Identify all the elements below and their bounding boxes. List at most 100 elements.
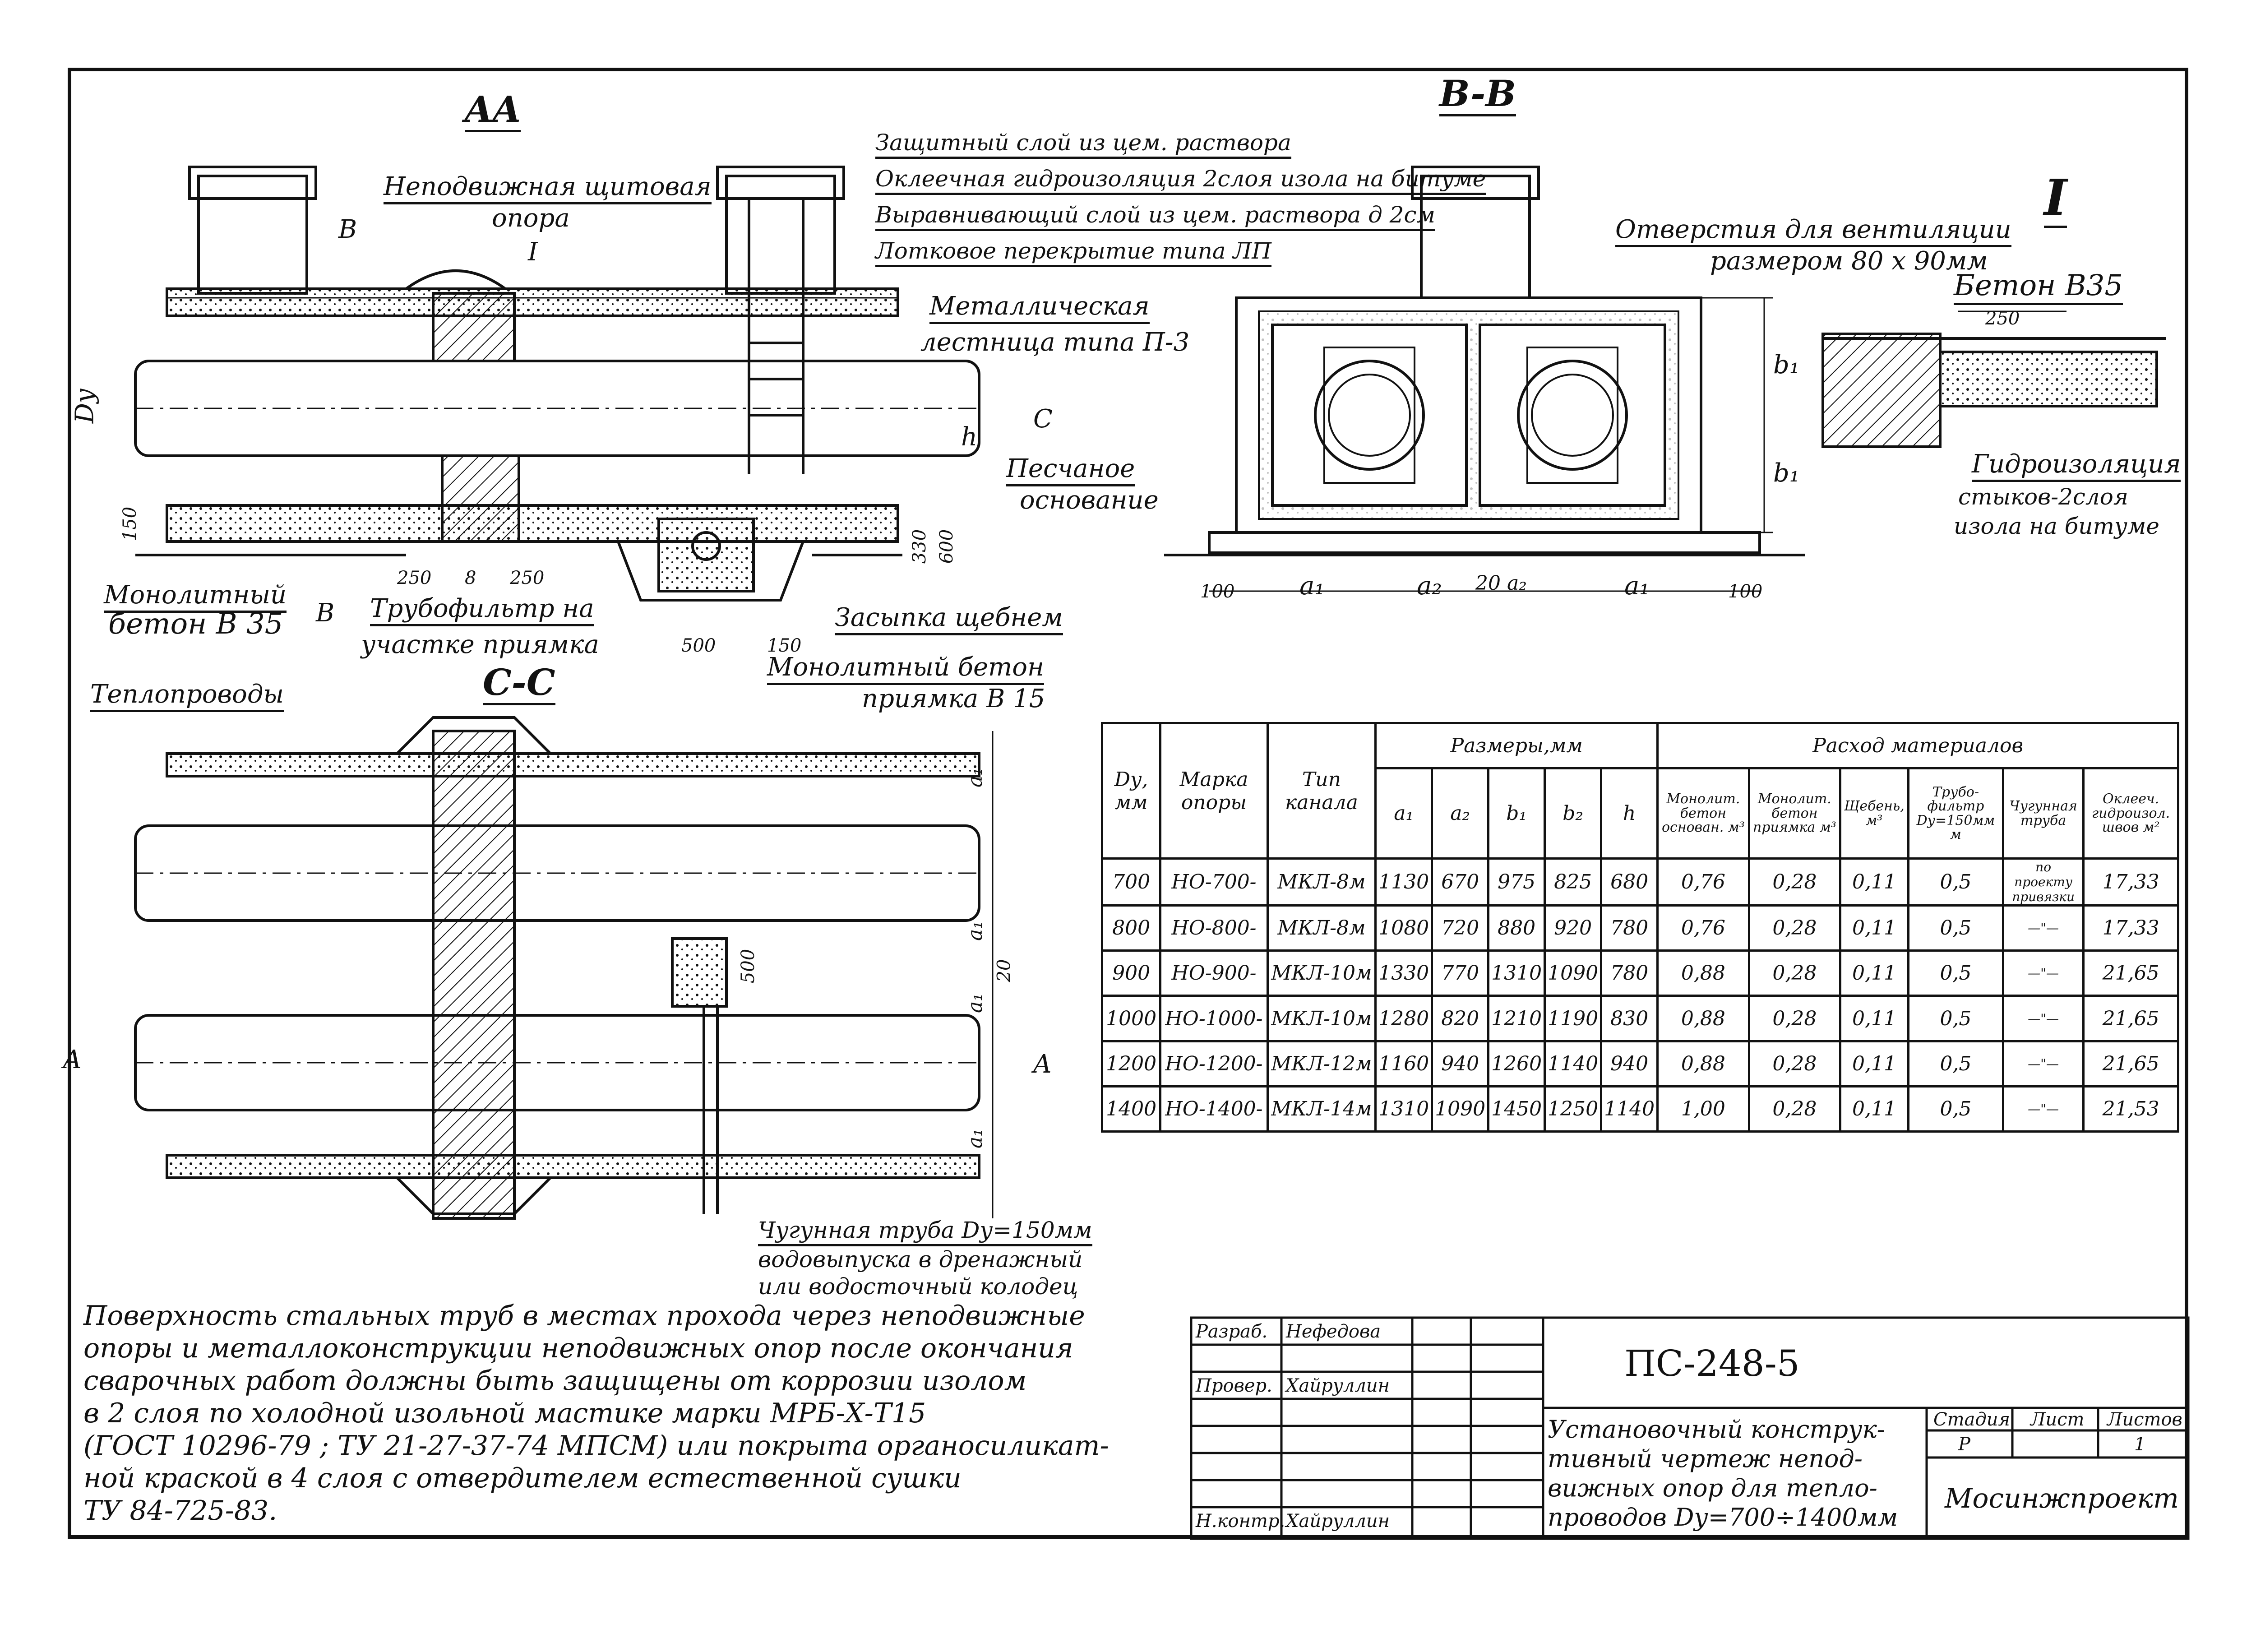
dim-b1-top: b₁ <box>1773 350 1800 379</box>
table-cell-m1: 1,00 <box>1656 1085 1750 1133</box>
sand-label-2: основание <box>1020 486 1159 515</box>
spec-table: Dу, мм Марка опоры Тип канала Размеры,мм… <box>1100 722 2179 1133</box>
cast-pipe-label-3: или водосточный колодец <box>758 1273 1078 1300</box>
section-aa-title: AA <box>465 90 521 132</box>
layer-label-4: Лотковое перекрытие типа ЛП <box>875 239 1271 267</box>
note-line: в 2 слоя по холодной изольной мастике ма… <box>83 1397 926 1429</box>
table-cell-dy: 1200 <box>1100 1040 1162 1087</box>
dim-a1-right: a₁ <box>1624 571 1650 601</box>
table-cell-m5: —"— <box>2002 1040 2085 1087</box>
table-cell-m5: по проекту привязки <box>2002 857 2085 907</box>
table-cell-type: МКЛ-8м <box>1266 857 1377 907</box>
table-cell-m6: 21,65 <box>2082 995 2179 1042</box>
dim-100-left: 100 <box>1200 581 1235 602</box>
table-cell-a2: 720 <box>1431 904 1490 952</box>
dim-a1-left: a₁ <box>1299 571 1325 601</box>
th-a1: a₁ <box>1374 767 1433 860</box>
table-cell-m5: —"— <box>2002 904 2085 952</box>
table-cell-m4: 0,5 <box>1907 1040 2005 1087</box>
table-cell-dy: 800 <box>1100 904 1162 952</box>
table-cell-mark: НО-700- <box>1159 857 1269 907</box>
gravel-label: Засыпка щебнем <box>835 604 1063 635</box>
table-cell-b2: 825 <box>1544 857 1603 907</box>
th-a2: a₂ <box>1431 767 1490 860</box>
table-cell-m6: 21,53 <box>2082 1085 2179 1133</box>
cc-dim-a1-3: a₁ <box>963 993 987 1013</box>
table-cell-b2: 1190 <box>1544 995 1603 1042</box>
table-cell-m6: 17,33 <box>2082 904 2179 952</box>
table-cell-mark: НО-900- <box>1159 949 1269 997</box>
table-cell-m6: 21,65 <box>2082 949 2179 997</box>
table-cell-m6: 17,33 <box>2082 857 2179 907</box>
table-cell-a2: 820 <box>1431 995 1490 1042</box>
cc-dim-a1-2: a₁ <box>963 921 987 941</box>
table-cell-b1: 975 <box>1487 857 1546 907</box>
table-cell-m4: 0,5 <box>1907 857 2005 907</box>
stamp-name-checker: Хайруллин <box>1286 1375 1390 1396</box>
stamp-name-norm-control: Хайруллин <box>1286 1511 1390 1532</box>
section-cc-title: C-C <box>483 663 555 705</box>
stamp-title-1: Установочный конструк- <box>1548 1415 1885 1444</box>
stamp-title-2: тивный чертеж непод- <box>1548 1444 1863 1473</box>
note-line: сварочных работ должны быть защищены от … <box>83 1365 1027 1397</box>
pipe-filter-label: Трубофильтр на <box>370 595 594 626</box>
stamp-stage-header: Стадия <box>1933 1409 2010 1430</box>
dim-b1-bottom: b₁ <box>1773 458 1800 488</box>
cast-pipe-label-2: водовыпуска в дренажный <box>758 1246 1083 1273</box>
table-cell-a1: 1080 <box>1374 904 1433 952</box>
note-line: (ГОСТ 10296-79 ; ТУ 21-27-37-74 МПСМ) ил… <box>83 1430 1109 1462</box>
dim-100-right: 100 <box>1728 581 1763 602</box>
table-cell-dy: 1000 <box>1100 995 1162 1042</box>
section-b-marker-bottom: B <box>316 598 335 628</box>
vent-label-2: размером 80 х 90мм <box>1710 246 1988 276</box>
table-cell-m2: 0,28 <box>1747 995 1842 1042</box>
table-cell-b1: 1210 <box>1487 995 1546 1042</box>
th-m2: Монолит. бетон приямка м³ <box>1747 767 1842 860</box>
waterproof-label: Гидроизоляция <box>1972 451 2181 482</box>
table-cell-h: 780 <box>1600 949 1659 997</box>
section-a-marker-left: A <box>63 1045 82 1074</box>
th-h: h <box>1600 767 1659 860</box>
stamp-role-norm-control: Н.контр. <box>1196 1511 1285 1532</box>
table-cell-m3: 0,11 <box>1839 995 1909 1042</box>
th-m4: Трубо-фильтр Dу=150мм м <box>1907 767 2005 860</box>
table-cell-m3: 0,11 <box>1839 949 1909 997</box>
table-cell-h: 780 <box>1600 904 1659 952</box>
note-line: ТУ 84-725-83. <box>83 1495 277 1527</box>
layer-label-2: Оклеечная гидроизоляция 2слоя изола на б… <box>875 167 1486 195</box>
table-cell-b1: 1310 <box>1487 949 1546 997</box>
detail-dim-250: 250 <box>1985 308 2020 329</box>
th-mark: Марка опоры <box>1159 722 1269 860</box>
monolith-label-2: бетон В 35 <box>108 607 283 641</box>
drawing-frame <box>68 68 2188 1539</box>
table-cell-type: МКЛ-10м <box>1266 995 1377 1042</box>
table-cell-m1: 0,88 <box>1656 949 1750 997</box>
dim-a2: a₂ <box>1417 571 1442 601</box>
dim-150b: 150 <box>767 635 802 656</box>
th-m6: Оклееч. гидроизол. швов м² <box>2082 767 2179 860</box>
table-cell-m5: —"— <box>2002 1085 2085 1133</box>
table-cell-mark: НО-1400- <box>1159 1085 1269 1133</box>
detail-i-title: I <box>2044 171 2067 228</box>
stamp-title-3: вижных опор для тепло- <box>1548 1474 1877 1502</box>
table-cell-m5: —"— <box>2002 949 2085 997</box>
table-cell-h: 940 <box>1600 1040 1659 1087</box>
table-cell-a2: 770 <box>1431 949 1490 997</box>
table-cell-type: МКЛ-10м <box>1266 949 1377 997</box>
section-bb-title: B-B <box>1439 74 1516 116</box>
table-cell-a2: 940 <box>1431 1040 1490 1087</box>
table-cell-m2: 0,28 <box>1747 857 1842 907</box>
table-cell-dy: 900 <box>1100 949 1162 997</box>
section-cc-drawing <box>134 716 994 1220</box>
section-b-marker: B <box>338 215 357 244</box>
dim-20-a2: 20 a₂ <box>1475 572 1527 595</box>
table-cell-m4: 0,5 <box>1907 995 2005 1042</box>
dim-150: 150 <box>120 506 141 541</box>
ladder-label: Металлическая <box>929 293 1150 324</box>
table-cell-b2: 1140 <box>1544 1040 1603 1087</box>
